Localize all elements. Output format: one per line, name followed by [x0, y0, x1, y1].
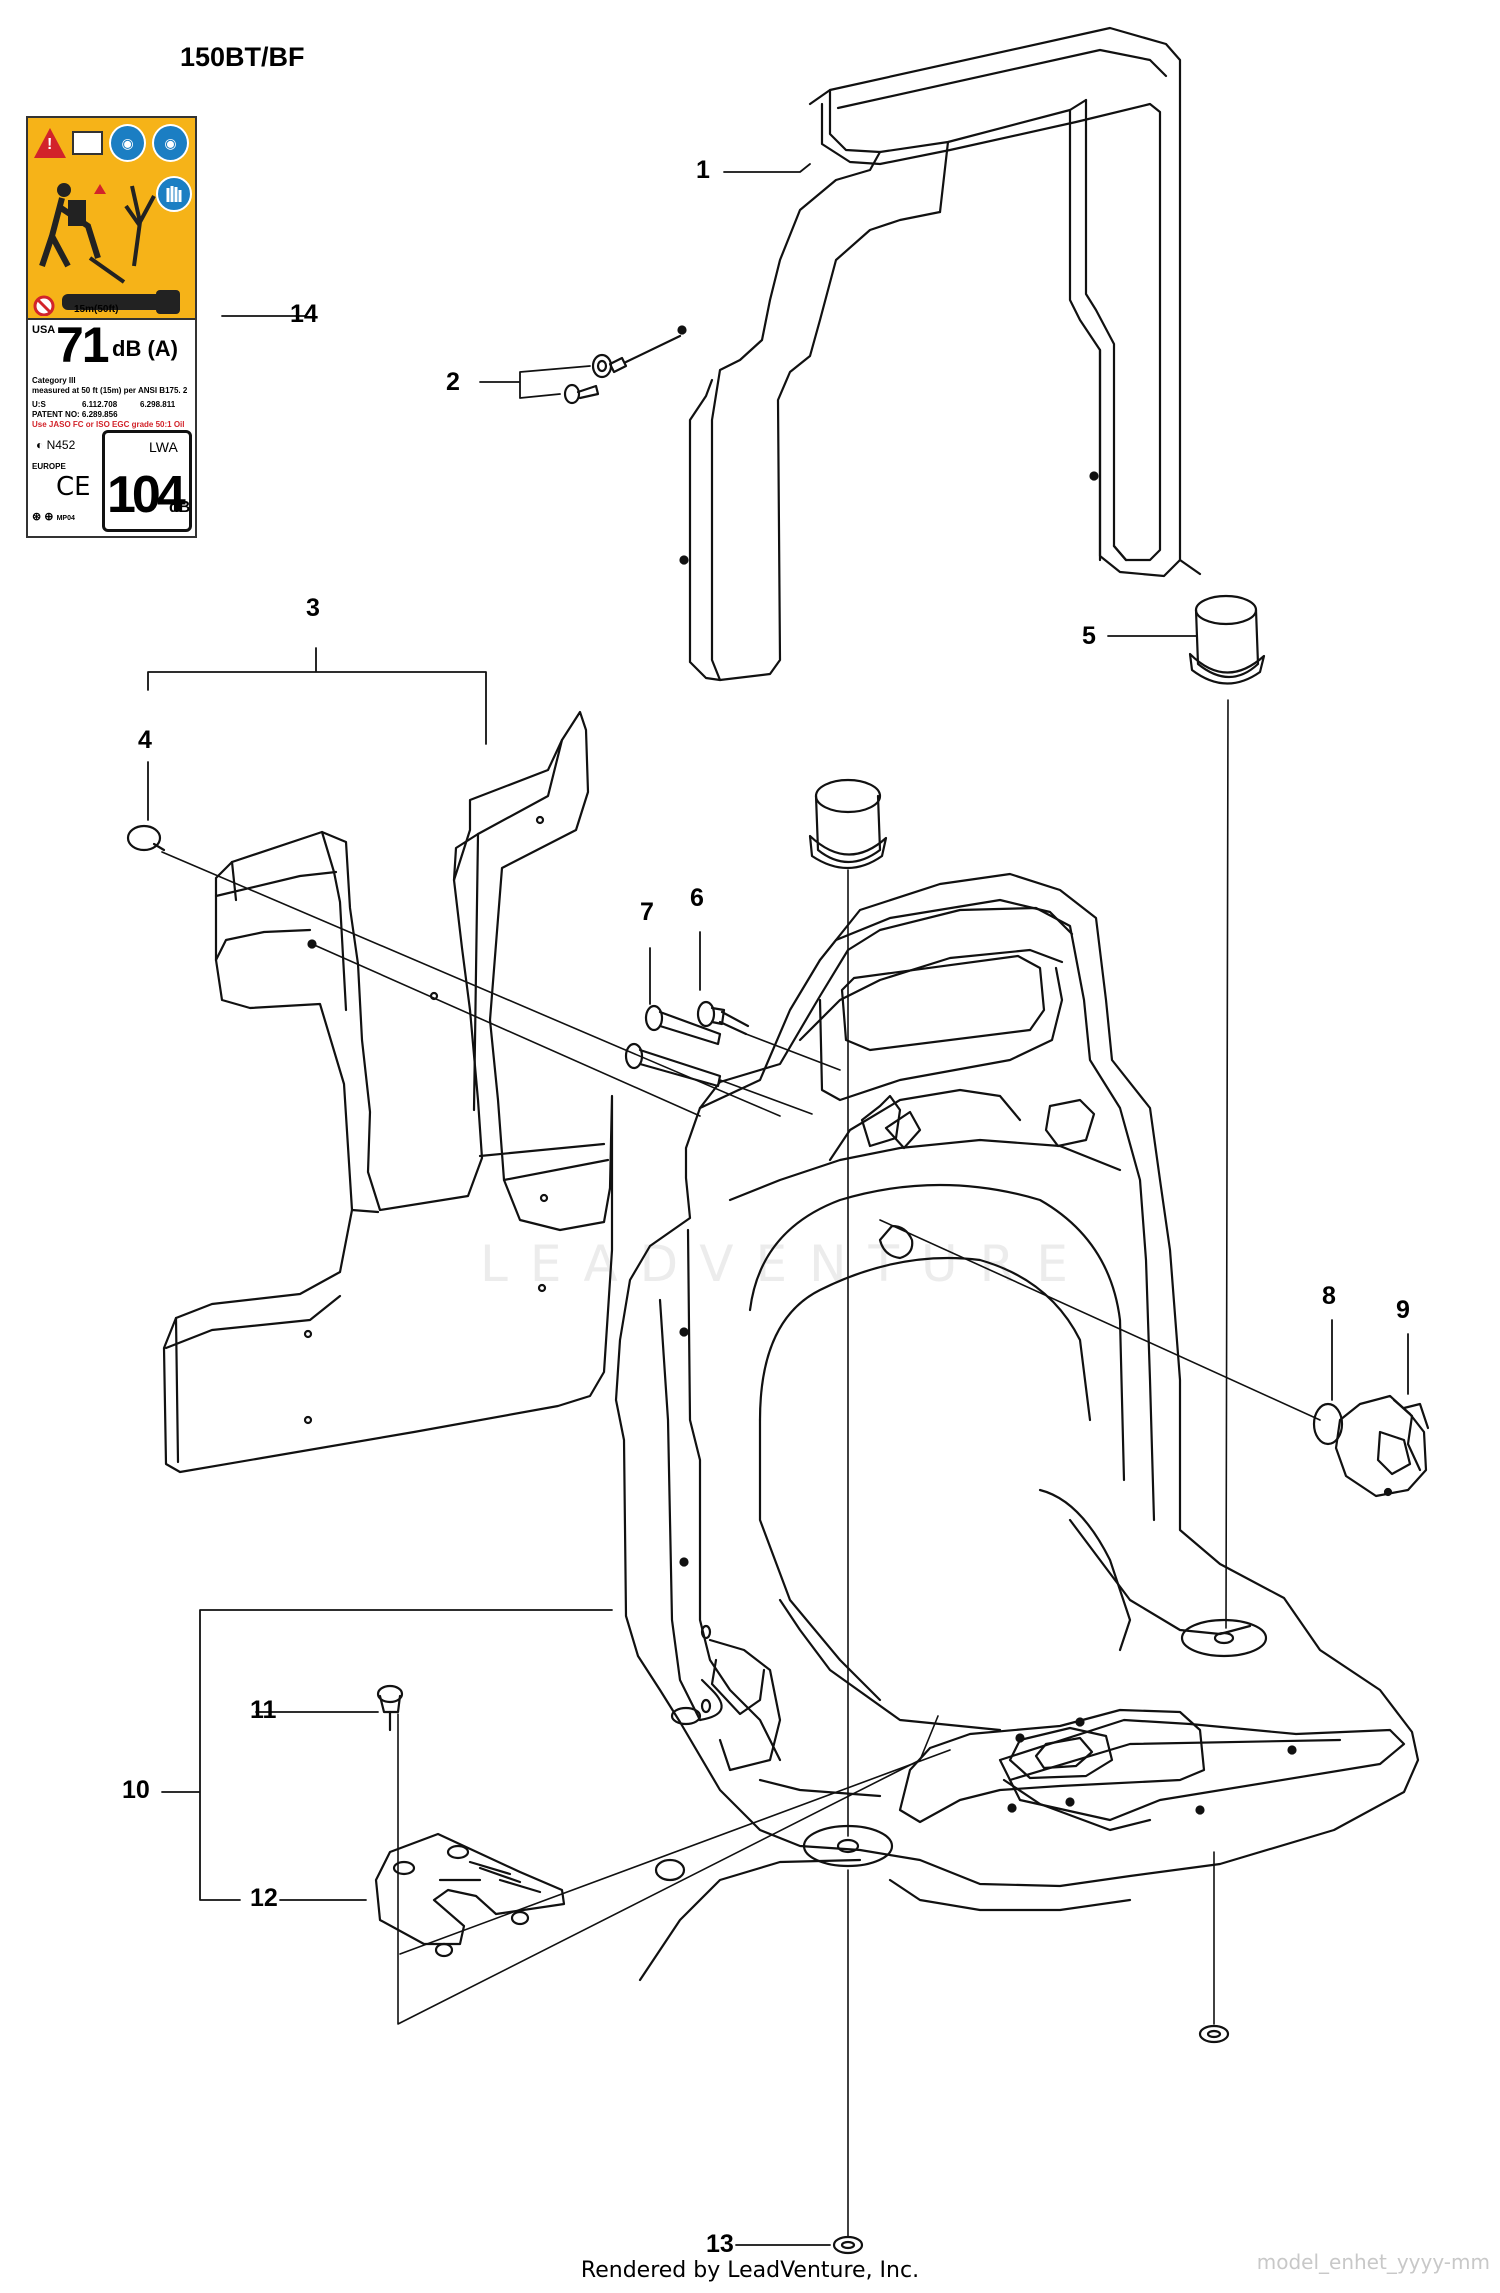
part-12-foot-plate	[374, 1832, 566, 1958]
decal-category: Category III	[32, 376, 76, 385]
decal-us-patent-2: 6.298.811	[140, 400, 176, 409]
gost-icon: ⊛ ⊕	[32, 511, 54, 523]
callout-8: 8	[1322, 1282, 1336, 1310]
model-title: 150BT/BF	[180, 42, 305, 72]
part-2-screws	[563, 334, 682, 405]
ce-mark: CE	[56, 472, 91, 502]
watermark: LEADVENTURE	[480, 1235, 1090, 1293]
warning-triangle-icon	[34, 128, 66, 158]
part-6-bolt	[696, 1000, 750, 1036]
callout-14: 14	[290, 300, 318, 328]
operator-scene-icon	[33, 176, 192, 316]
callout-3: 3	[306, 594, 320, 622]
part-8-washer	[1312, 1402, 1344, 1446]
part-11-pin	[376, 1684, 404, 1732]
decal-us-patent-1: 6.112.708	[82, 400, 118, 409]
helmet-icon: ◉	[152, 124, 189, 162]
callout-2: 2	[446, 368, 460, 396]
decal-n452: ◐ N452	[36, 438, 76, 452]
decal-noise-unit: dB (A)	[112, 336, 178, 361]
decal-noise-value: 71	[56, 317, 110, 373]
leader-lines	[147, 163, 1409, 2246]
callout-4: 4	[138, 726, 152, 754]
callout-5: 5	[1082, 622, 1096, 650]
decal-lwa-box: LWA 104 dB	[102, 430, 192, 532]
part-7-bolts	[624, 1004, 722, 1088]
manual-book-icon	[72, 131, 104, 155]
callout-11: 11	[250, 1696, 277, 1724]
callout-9: 9	[1396, 1296, 1410, 1324]
decal-patent-no: PATENT NO: 6.289.856	[32, 410, 118, 419]
decal-europe: EUROPE	[32, 462, 66, 471]
backplate-frame	[614, 872, 1420, 1982]
decal-certification-logos: ⊛ ⊕ MP04	[32, 510, 75, 523]
decal-measured: measured at 50 ft (15m) per ANSI B175. 2	[32, 386, 188, 395]
ear-protection-icon: ◉	[109, 124, 147, 162]
safety-decal: ◉ ◉ USA 71 dB (A) Category III measure	[26, 116, 197, 538]
callout-13: 13	[706, 2230, 734, 2258]
decal-distance: 15m(50ft)	[74, 304, 119, 315]
assembly-lines	[161, 699, 1321, 2237]
part-3-back-pad	[162, 710, 614, 1474]
callout-7: 7	[640, 898, 654, 926]
decal-lwa-label: LWA	[149, 439, 178, 455]
footer-credit: Rendered by LeadVenture, Inc.	[580, 2258, 920, 2283]
decal-oil-note: Use JASO FC or ISO EGC grade 50:1 Oil	[32, 420, 185, 429]
foot-lower-right	[1198, 2024, 1230, 2044]
callout-6: 6	[690, 884, 704, 912]
decal-lwa-unit: dB	[169, 499, 191, 516]
part-4-pin	[126, 824, 166, 852]
part-1-harness-frame	[677, 26, 1202, 682]
decal-lwa-value: 104	[107, 466, 186, 524]
callout-10: 10	[122, 1776, 150, 1804]
decal-warning-area: ◉ ◉	[28, 118, 195, 320]
part-5-cap	[1188, 594, 1266, 685]
decal-n452-text: N452	[46, 438, 76, 452]
callout-12: 12	[250, 1884, 278, 1912]
cap-upper-left	[808, 778, 888, 869]
part-13-foot	[832, 2235, 864, 2255]
part-9-knob	[1334, 1394, 1430, 1498]
footer-model-code: model_enhet_yyyy-mm	[1256, 2250, 1490, 2274]
decal-us-label: U:S	[32, 400, 46, 409]
decal-mp04: MP04	[56, 515, 75, 522]
callout-1: 1	[696, 156, 710, 184]
decal-usa-label: USA	[32, 324, 56, 336]
